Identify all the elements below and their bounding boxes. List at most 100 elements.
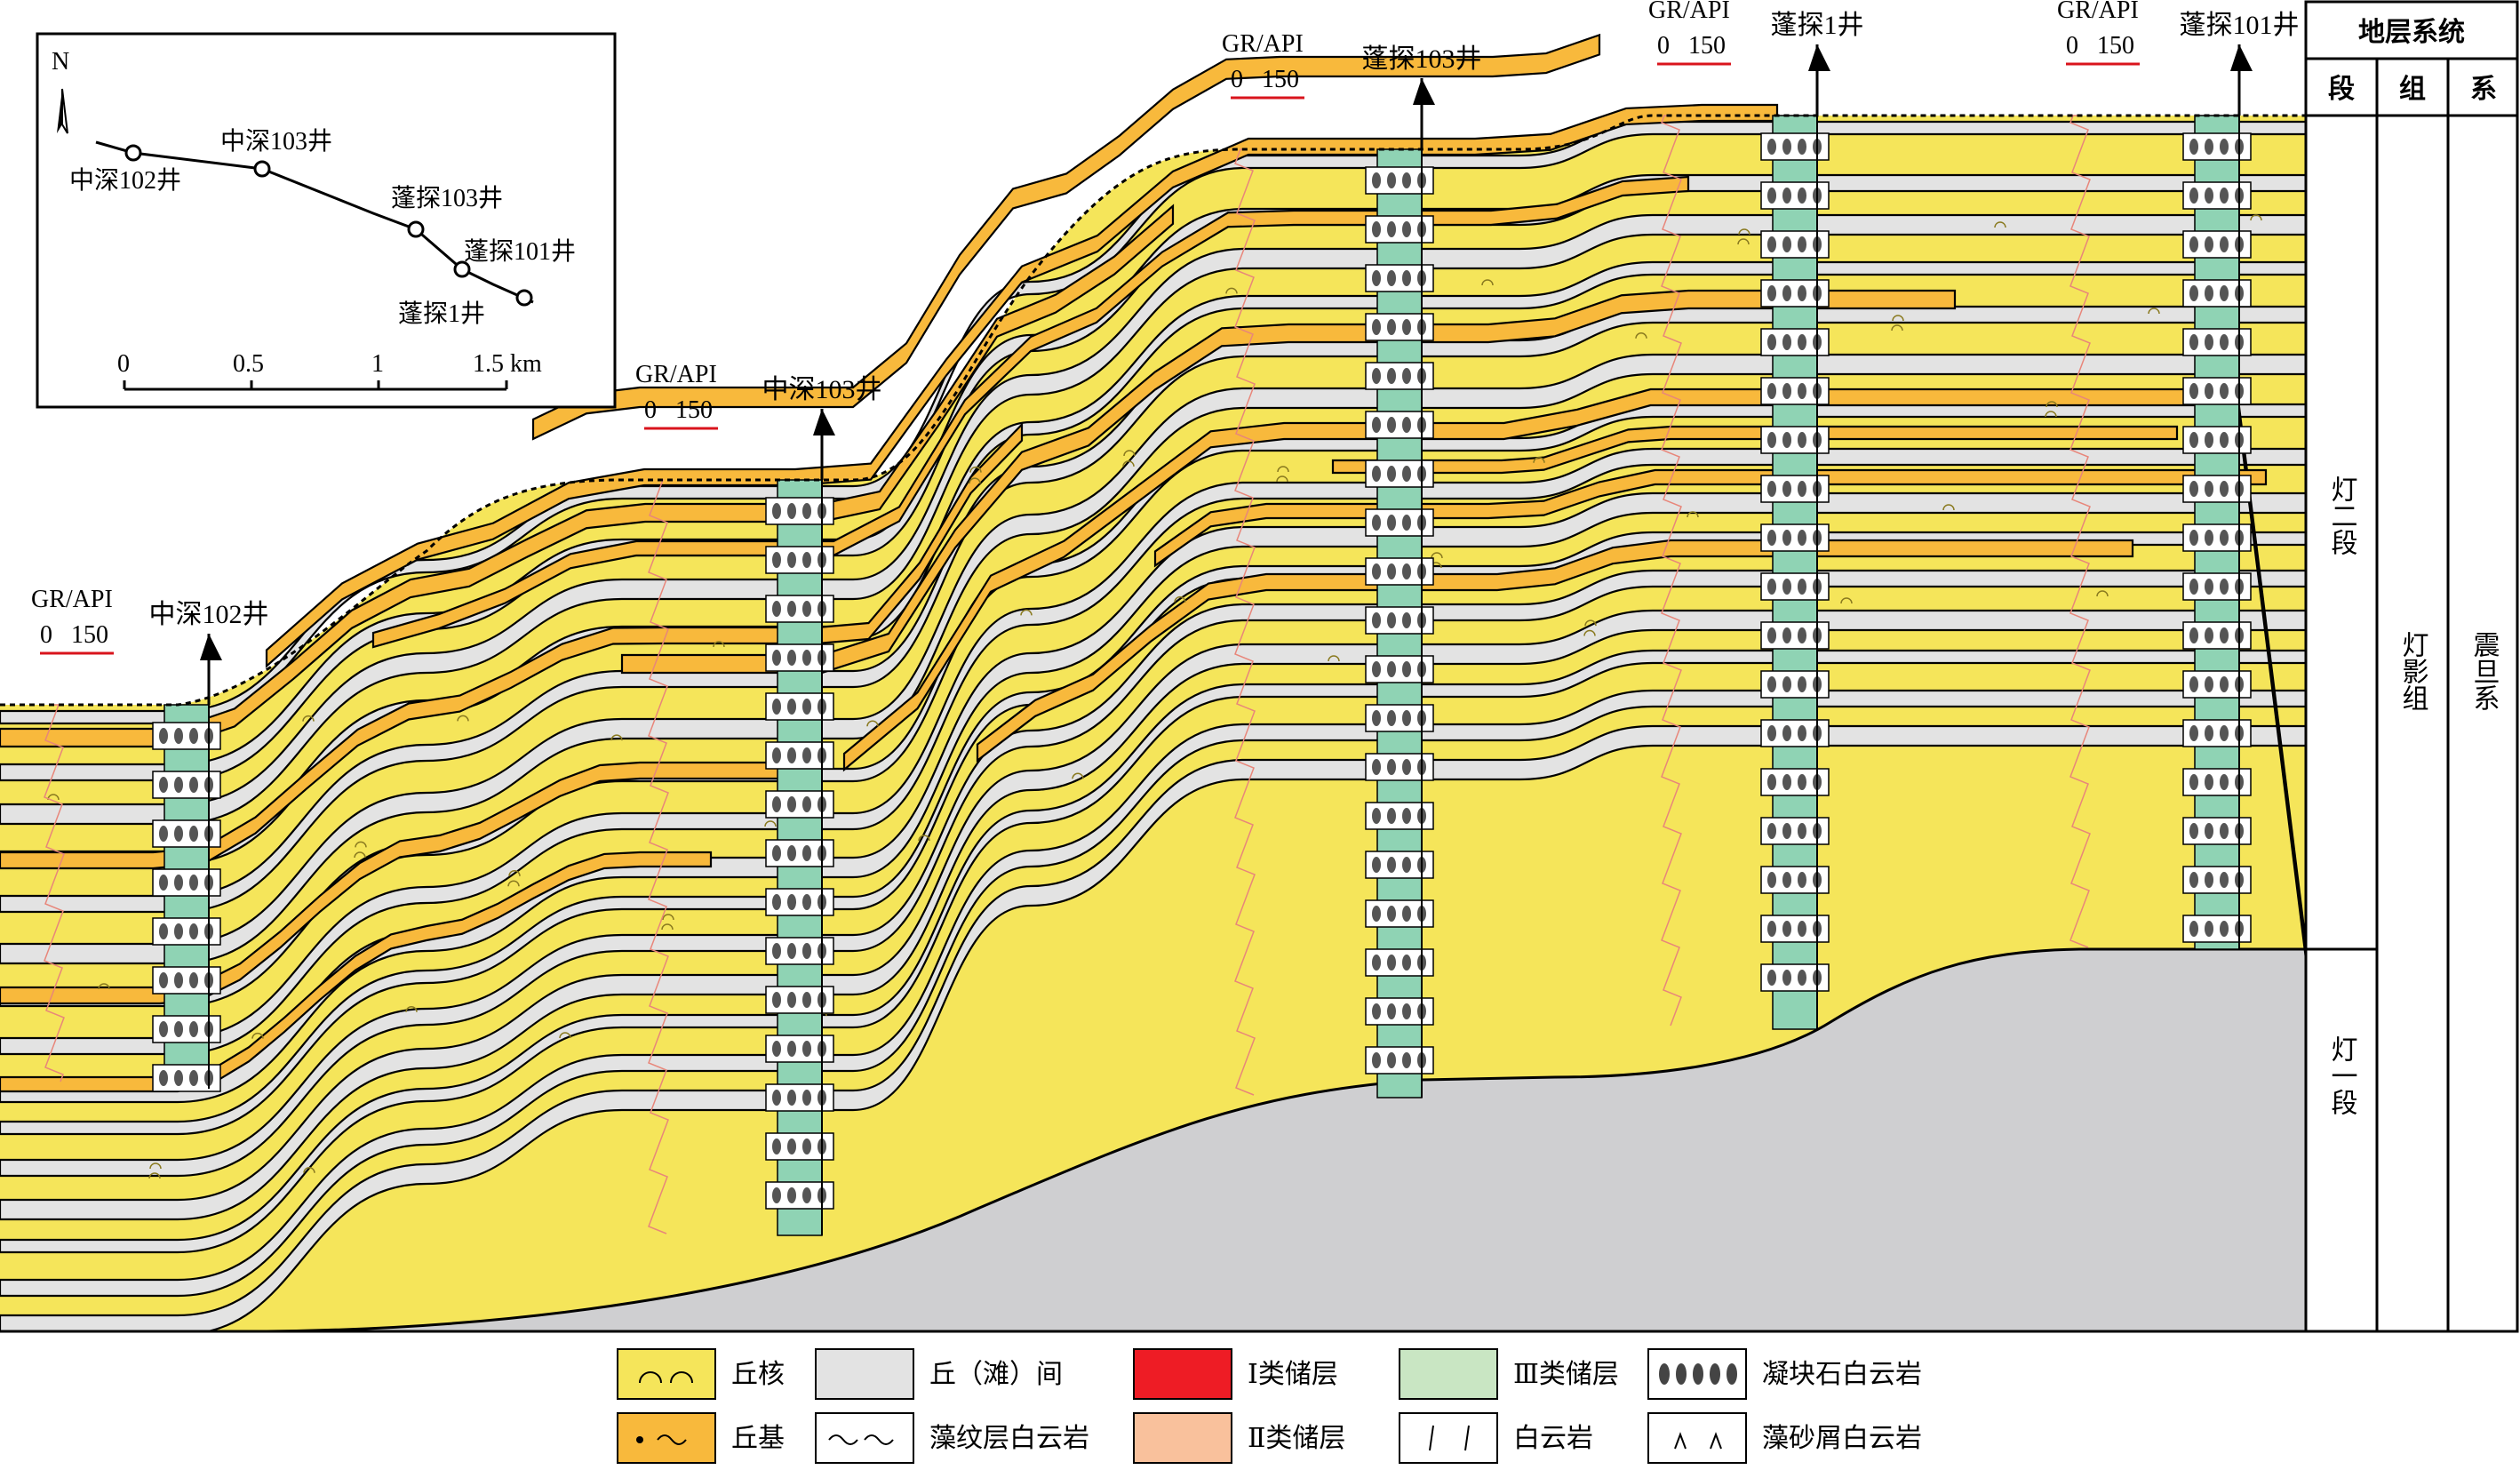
clot-mark [772, 601, 781, 617]
clot-mark [189, 777, 198, 793]
scale-tick-1: 1 [371, 350, 384, 378]
clot-mark [2189, 383, 2198, 399]
clot-mark [2189, 285, 2198, 301]
dolomite-symbol [1399, 1412, 1498, 1464]
strat-table: 地层系统 段 组 系 灯二段 灯一段 灯影组 震旦系 [2304, 0, 2519, 1333]
legend-item: Ⅰ类储层 [1133, 1348, 1338, 1400]
dome-core-mark [713, 641, 725, 648]
dome-core-mark [508, 869, 521, 876]
clot-mark [189, 875, 198, 891]
clot-mark [1372, 1052, 1381, 1068]
clot-mark [1767, 872, 1776, 888]
clot-mark [159, 728, 168, 744]
inter-dome-band [0, 447, 2306, 1056]
clot-mark [1798, 823, 1806, 839]
clot-mark [1402, 710, 1411, 726]
clot-mark [802, 992, 811, 1008]
legend-label: 凝块石白云岩 [1762, 1360, 1922, 1389]
legend-item: 凝块石白云岩 [1647, 1348, 1922, 1400]
well-name-label: 中深103井 [762, 375, 882, 404]
clot-mark [1387, 515, 1396, 531]
clot-mark [802, 894, 811, 910]
clot-mark [1387, 466, 1396, 482]
clot-mark [1372, 612, 1381, 628]
clot-mark [1782, 579, 1791, 595]
dome-core-mark [1123, 450, 1136, 457]
clot-mark [787, 796, 796, 812]
clot-mark [2220, 334, 2229, 350]
clot-mark [1387, 661, 1396, 677]
clot-mark [2189, 627, 2198, 643]
dome-core-mark [148, 1172, 161, 1179]
clot-mark [2205, 432, 2213, 448]
scale-tick-15: 1.5 km [473, 350, 542, 378]
gr-axis-label: GR/API [635, 361, 717, 388]
clot-mark [1387, 417, 1396, 433]
clot-mark [2220, 188, 2229, 204]
clot-mark [2220, 774, 2229, 790]
clot-mark [787, 650, 796, 666]
dome-base-lens [0, 421, 1024, 870]
clot-mark [2220, 383, 2229, 399]
clot-mark [2189, 334, 2198, 350]
clot-mark [772, 747, 781, 763]
clot-mark [2189, 139, 2198, 155]
legend-item: 白云岩 [1399, 1412, 1593, 1464]
clot-mark [802, 1187, 811, 1203]
clot-mark [1782, 481, 1791, 497]
clot-mark [2205, 872, 2213, 888]
well-name-label: 中深102井 [149, 600, 269, 629]
clot-mark [174, 875, 183, 891]
legend-item: Ⅲ类储层 [1399, 1348, 1619, 1400]
clot-mark [189, 728, 198, 744]
clot-mark [802, 699, 811, 715]
clot-mark [1798, 579, 1806, 595]
clot-mark [174, 1021, 183, 1037]
dome-core-mark [1277, 466, 1289, 473]
clot-mark [2189, 432, 2198, 448]
clot-mark [1387, 857, 1396, 873]
clot-mark [1372, 172, 1381, 188]
dome-core-mark [1276, 475, 1288, 483]
clot-mark [1798, 236, 1806, 252]
dome-core-mark [866, 720, 879, 727]
clot-mark [787, 552, 796, 568]
well-name-label: 蓬探103井 [1362, 44, 1482, 74]
dome-core-mark [1687, 511, 1699, 518]
inter-dome-band [0, 649, 2306, 1254]
gr-scale-max: 150 [1688, 32, 1726, 60]
clot-mark [1387, 955, 1396, 971]
clot-mark [1372, 857, 1381, 873]
clot-mark [2205, 188, 2213, 204]
clot-mark [1798, 774, 1806, 790]
clot-mark [1798, 530, 1806, 546]
clot-mark [159, 875, 168, 891]
dome-core-mark [2148, 308, 2160, 315]
dome-core-mark [764, 820, 777, 827]
clot-mark [1372, 563, 1381, 579]
map-label-pt1: 蓬探1井 [398, 300, 485, 328]
plain-swatch [1133, 1348, 1232, 1400]
clot-mark [1372, 515, 1381, 531]
gr-curve [1661, 115, 1682, 1027]
clot-mark [2189, 676, 2198, 692]
dome-core-mark [457, 715, 469, 722]
clot-mark [174, 777, 183, 793]
clot-mark [1798, 872, 1806, 888]
clot-mark [189, 972, 198, 988]
legend-item: 藻纹层白云岩 [815, 1412, 1089, 1464]
clot-mark [2220, 139, 2229, 155]
dome-core-mark [1174, 595, 1186, 603]
col-header-member: 段 [2328, 74, 2355, 104]
scale-tick-0: 0 [117, 350, 130, 378]
dome-core-mark [251, 1032, 264, 1039]
clot-mark [2220, 236, 2229, 252]
map-label-pt101: 蓬探101井 [464, 237, 576, 266]
clot-mark [1798, 139, 1806, 155]
dome-base-lens [842, 387, 2306, 967]
map-label-zs102: 中深102井 [69, 166, 181, 195]
legend-item: 丘基 [617, 1412, 785, 1464]
clot-mark [787, 1041, 796, 1057]
clot-mark [174, 826, 183, 842]
map-scale-bar: 0 0.5 1 1.5 km [117, 350, 542, 391]
